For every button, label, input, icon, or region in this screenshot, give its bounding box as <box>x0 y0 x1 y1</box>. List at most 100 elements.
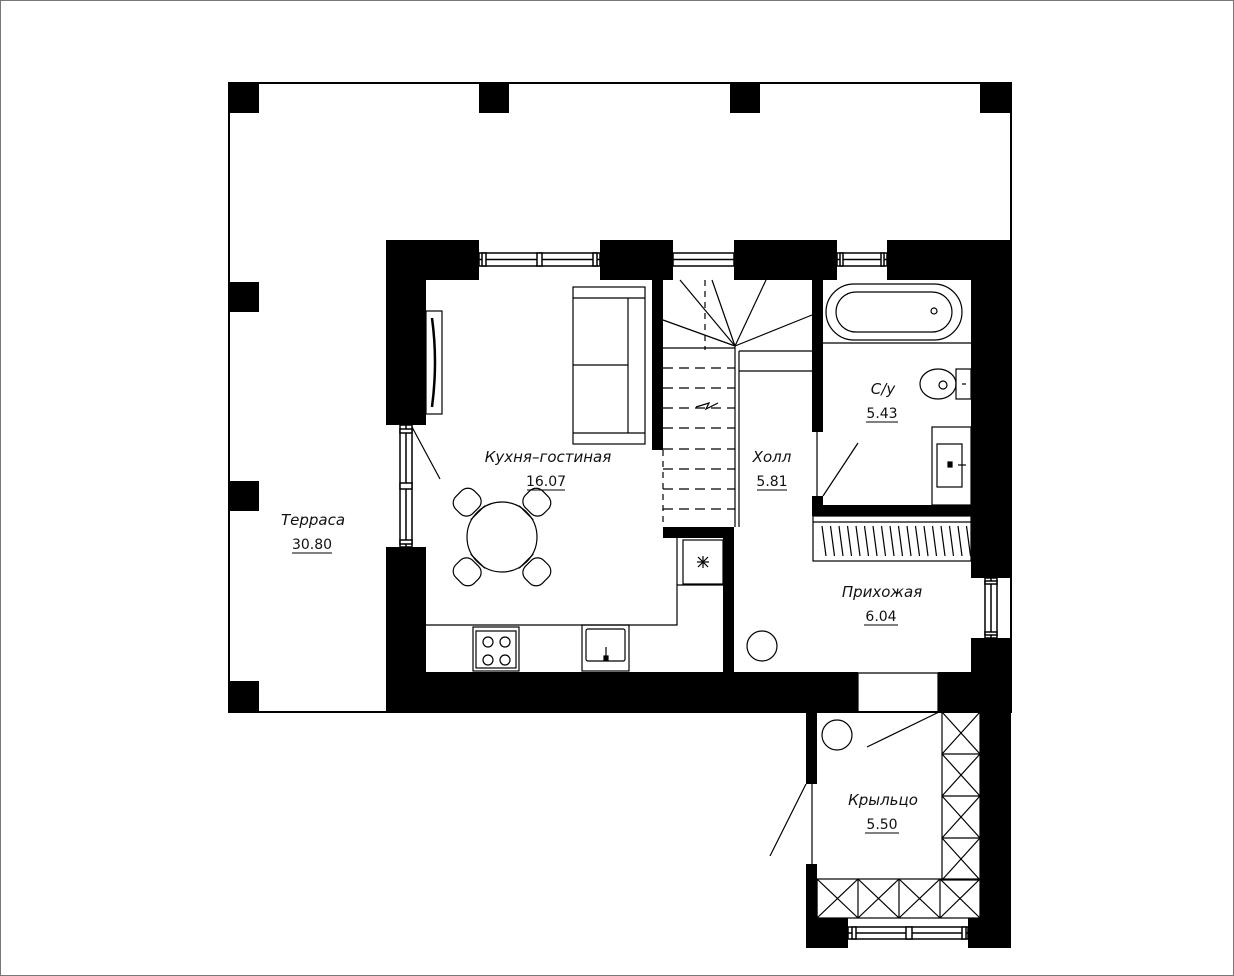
terrace-post <box>229 681 259 712</box>
walls <box>386 240 1011 948</box>
doors <box>411 426 940 864</box>
wall <box>971 638 1011 672</box>
pattern-line <box>965 525 972 557</box>
room-area-porch: 5.50 <box>866 817 897 833</box>
coat-rack <box>746 630 778 662</box>
windows <box>399 252 998 940</box>
room-name-porch: Крыльцо <box>848 791 918 809</box>
terrace-post <box>229 83 259 113</box>
wall <box>386 240 479 280</box>
dining-table <box>452 487 552 587</box>
room-name-terrace: Терраса <box>281 511 345 529</box>
wall <box>652 280 663 450</box>
wall <box>663 527 734 538</box>
wall <box>806 864 817 918</box>
pattern-line <box>816 878 859 919</box>
wall <box>823 505 971 516</box>
kitchen-sink <box>581 624 630 672</box>
room-labels: Кухня–гостиная 16.07 Холл 5.81 С/у 5.43 … <box>281 380 922 834</box>
wall <box>806 712 817 784</box>
terrace-post <box>479 83 509 113</box>
terrace-post <box>229 282 259 312</box>
toilet <box>919 368 972 400</box>
window <box>399 424 413 548</box>
wall <box>980 712 1011 948</box>
wall <box>968 918 1011 948</box>
pattern-line <box>939 878 981 919</box>
entrance-door <box>857 672 940 748</box>
pattern-line <box>863 525 870 557</box>
pattern-line <box>838 525 844 557</box>
window <box>672 252 735 267</box>
window <box>984 577 998 639</box>
kitchen-counter <box>426 538 723 626</box>
tv-unit <box>425 310 443 415</box>
window <box>478 252 601 267</box>
pattern-line <box>957 525 963 557</box>
pattern-line <box>906 525 912 557</box>
door-leaf <box>411 426 441 480</box>
porch-bench-right <box>941 711 981 881</box>
stove <box>472 626 520 672</box>
wall <box>723 538 734 672</box>
pattern-line <box>941 795 981 839</box>
bathroom-sink <box>931 426 972 506</box>
wall <box>600 240 673 280</box>
pattern-line <box>941 711 981 755</box>
pattern-line <box>941 753 981 797</box>
bathroom-fixtures <box>823 283 972 506</box>
room-area-bathroom: 5.43 <box>866 406 897 422</box>
pattern-line <box>898 878 941 919</box>
room-name-entry: Прихожая <box>842 583 922 601</box>
wardrobe <box>812 515 972 562</box>
terrace-post <box>980 83 1011 113</box>
pattern-line <box>829 525 836 557</box>
wall <box>938 672 1011 712</box>
room-area-terrace: 30.80 <box>292 537 332 553</box>
pattern-line <box>880 525 887 557</box>
terrace-post <box>229 481 259 511</box>
room-area-kitchen: 16.07 <box>526 474 566 490</box>
wall <box>426 672 858 712</box>
wall <box>812 280 823 432</box>
room-area-entry: 6.04 <box>865 609 896 625</box>
sofa <box>572 286 646 445</box>
pattern-line <box>940 525 946 557</box>
wall <box>386 280 426 425</box>
wall <box>386 547 426 712</box>
wall <box>734 240 837 280</box>
room-name-kitchen: Кухня–гостиная <box>485 448 612 466</box>
pattern-line <box>897 525 904 557</box>
bathtub <box>825 283 963 341</box>
room-area-hall: 5.81 <box>756 474 787 490</box>
staircase <box>662 279 813 527</box>
bathroom-door <box>816 432 859 497</box>
pattern-line <box>948 525 955 557</box>
furniture <box>425 286 724 672</box>
wall <box>812 496 823 516</box>
porch-bench-bottom <box>816 878 981 919</box>
porch-door <box>769 783 813 864</box>
pattern-line <box>855 525 861 557</box>
pattern-line <box>872 525 878 557</box>
room-name-bathroom: С/у <box>871 380 897 398</box>
vent-shaft <box>682 539 724 585</box>
wall <box>887 240 1011 280</box>
terrace-post <box>730 83 760 113</box>
pattern-line <box>941 837 981 881</box>
pattern-line <box>889 525 895 557</box>
window <box>847 926 969 940</box>
pattern-line <box>931 525 938 557</box>
pattern-line <box>821 525 827 557</box>
pattern-line <box>914 525 921 557</box>
window <box>836 252 888 267</box>
wall <box>971 280 1011 578</box>
wall <box>806 918 848 948</box>
pattern-line <box>857 878 900 919</box>
room-name-hall: Холл <box>752 448 792 466</box>
pattern-line <box>846 525 853 557</box>
porch-fixtures <box>816 711 981 919</box>
porch-planter <box>821 719 853 751</box>
